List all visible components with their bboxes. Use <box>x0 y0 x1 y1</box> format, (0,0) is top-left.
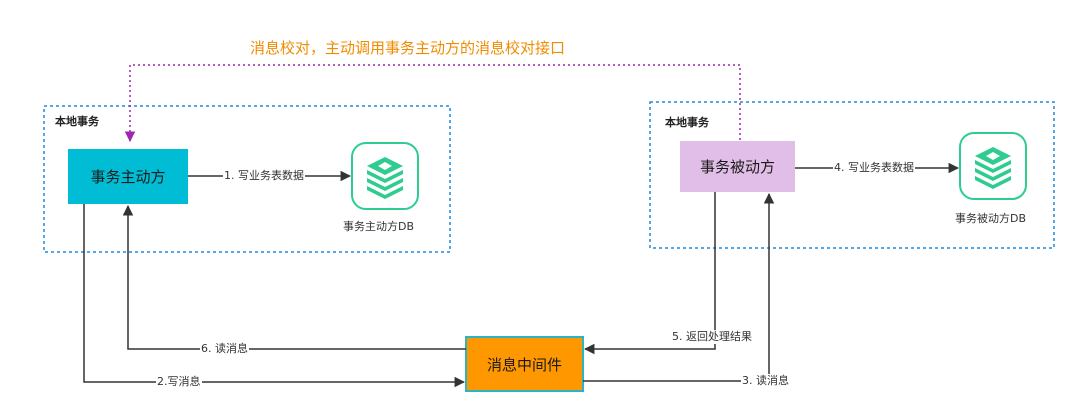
passive-node-box <box>680 141 795 192</box>
edge-2-line <box>83 204 466 388</box>
right-group-border <box>649 101 1055 249</box>
right-group-title: 本地事务 <box>665 116 709 129</box>
edge-5-line <box>583 192 716 355</box>
passive-db-label: 事务被动方DB <box>955 212 1027 225</box>
active-node-box <box>68 149 188 204</box>
active-node: 事务主动方 <box>90 168 166 186</box>
active-db-label: 事务主动方DB <box>343 220 415 233</box>
edge-1-label: 1. 写业务表数据 <box>223 169 305 183</box>
edge-5-label: 5. 返回处理结果 <box>671 330 753 344</box>
left-group-title: 本地事务 <box>55 115 99 128</box>
mq-node: 消息中间件 <box>486 355 562 374</box>
edge-2-label: 2.写消息 <box>156 375 202 389</box>
edge-6-label: 6. 读消息 <box>200 342 249 356</box>
mq-node-box <box>465 336 584 392</box>
edge-4-label: 4. 写业务表数据 <box>833 161 915 175</box>
verify-callback-edge <box>124 64 741 143</box>
edge-6-line <box>122 204 466 350</box>
edge-3-line <box>583 192 775 382</box>
passive-db-icon <box>959 132 1027 200</box>
verify-note: 消息校对，主动调用事务主动方的消息校对接口 <box>250 39 566 57</box>
edge-3-label: 3. 读消息 <box>741 374 790 388</box>
active-db-icon <box>351 142 419 210</box>
passive-node: 事务被动方 <box>699 158 775 176</box>
